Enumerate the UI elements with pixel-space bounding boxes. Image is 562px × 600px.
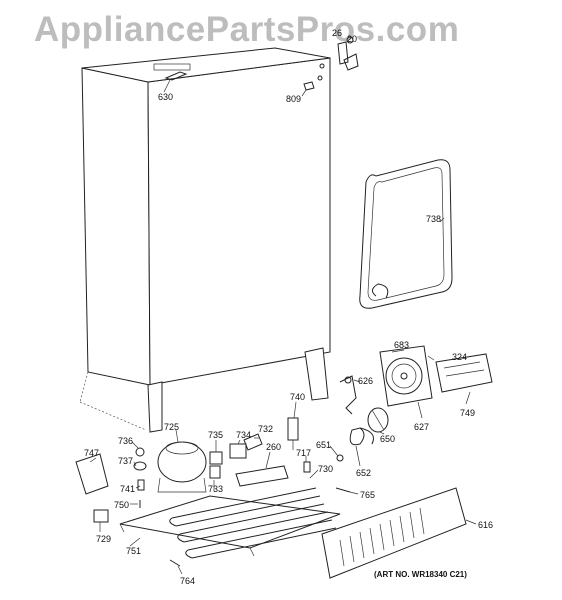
label-747: 747	[84, 448, 99, 458]
label-765: 765	[360, 490, 375, 500]
part-747-cover	[75, 453, 109, 495]
label-737: 737	[118, 456, 133, 466]
part-751-base-plate	[119, 495, 341, 557]
part-26-hinge	[337, 36, 359, 71]
part-740-sensor	[287, 417, 299, 450]
part-627-fan-shroud	[379, 345, 433, 407]
label-736: 736	[118, 436, 133, 446]
label-733: 733	[208, 484, 223, 494]
part-764-screw	[169, 559, 181, 567]
part-730-condenser	[169, 487, 337, 559]
part-734-overload	[229, 443, 247, 459]
part-number-labels: 630 809 26 20 738 683 324 626 749 627 74…	[84, 28, 493, 586]
part-738-gasket	[359, 159, 453, 309]
part-626-motor-bracket	[339, 375, 357, 415]
part-729-connector	[93, 509, 109, 523]
label-732: 732	[258, 424, 273, 434]
label-735: 735	[208, 430, 223, 440]
label-651: 651	[316, 440, 331, 450]
label-20: 20	[347, 34, 357, 44]
label-734: 734	[236, 430, 251, 440]
part-652-fan-blade	[349, 427, 374, 446]
refrigerator-cabinet	[79, 47, 331, 433]
label-740: 740	[290, 392, 305, 402]
part-650-fan-motor	[367, 407, 389, 433]
label-627: 627	[414, 422, 429, 432]
part-733-capacitor	[209, 465, 221, 479]
part-616-grille	[321, 487, 467, 579]
label-729: 729	[96, 534, 111, 544]
art-number-caption: (ART NO. WR18340 C21)	[374, 570, 467, 579]
label-751: 751	[126, 546, 141, 556]
part-732-cover	[243, 433, 263, 451]
label-616: 616	[478, 520, 493, 530]
part-260-bracket	[235, 465, 289, 487]
label-809: 809	[286, 94, 301, 104]
label-741: 741	[120, 484, 135, 494]
part-741-sleeve	[137, 479, 145, 491]
label-260: 260	[266, 442, 281, 452]
part-651-nut	[336, 454, 344, 462]
label-750: 750	[114, 500, 129, 510]
label-738: 738	[426, 214, 441, 224]
label-630: 630	[158, 92, 173, 102]
label-324: 324	[452, 352, 467, 362]
part-725-compressor	[157, 441, 207, 493]
label-717: 717	[296, 448, 311, 458]
label-626: 626	[358, 376, 373, 386]
part-717-clip	[303, 461, 311, 473]
part-737-grommet	[133, 461, 147, 471]
part-749-cover	[435, 353, 493, 393]
label-749: 749	[460, 408, 475, 418]
watermark-text: AppliancePartsPros.com	[34, 10, 460, 49]
leader-lines	[89, 87, 477, 575]
label-650: 650	[380, 434, 395, 444]
label-764: 764	[180, 576, 195, 586]
label-683: 683	[394, 340, 409, 350]
label-26: 26	[332, 28, 342, 38]
label-730: 730	[318, 464, 333, 474]
label-652: 652	[356, 468, 371, 478]
part-809-clip	[303, 81, 315, 91]
part-630-bracket	[164, 71, 188, 89]
part-735-relay	[209, 451, 223, 465]
label-725: 725	[164, 422, 179, 432]
part-765-clip	[335, 487, 351, 493]
part-736-grommet	[135, 447, 145, 457]
